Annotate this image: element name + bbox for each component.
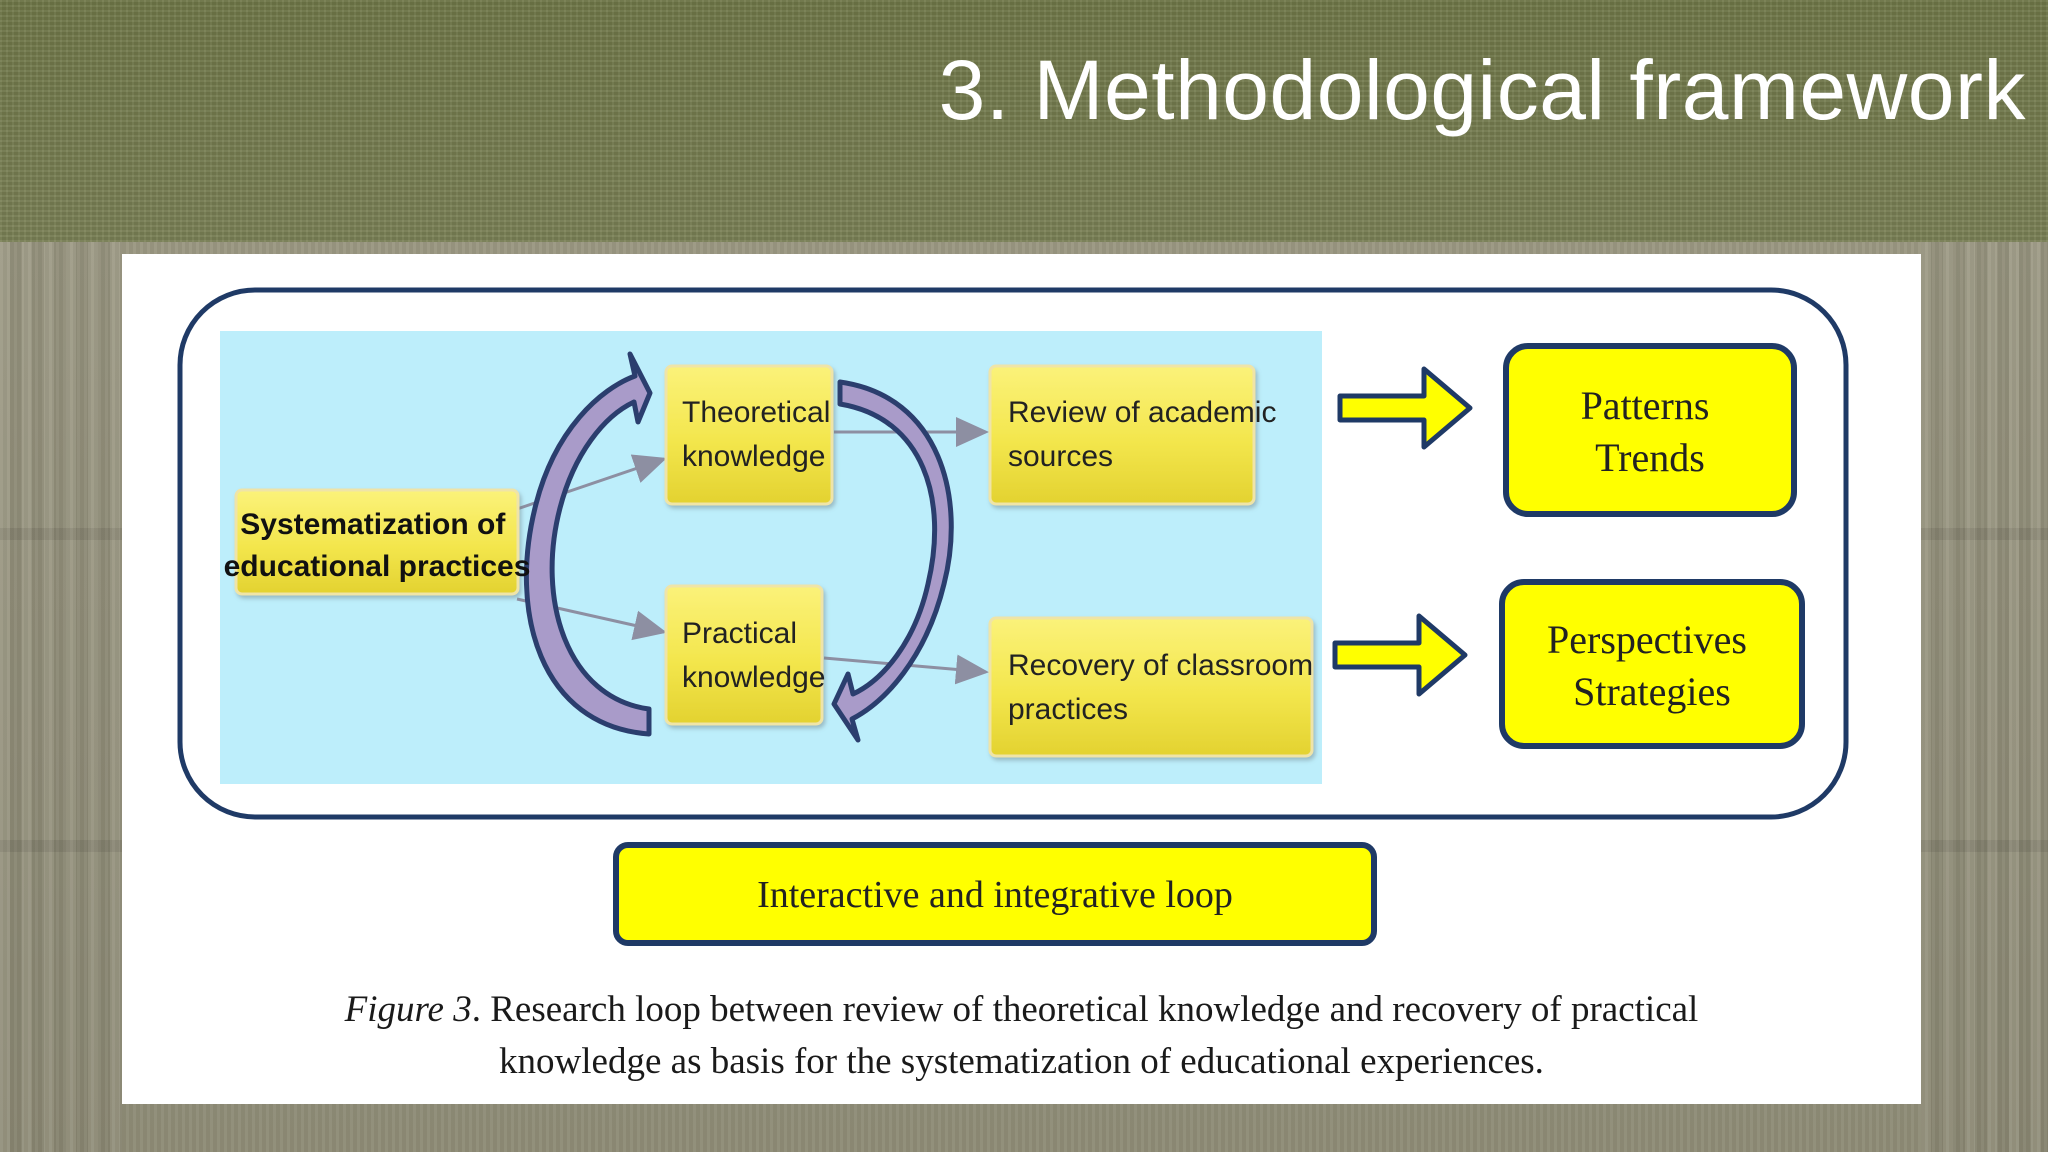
bookshelf-background-right <box>1921 242 2048 1152</box>
slide-header: 3. Methodological framework <box>0 0 2048 242</box>
perspectives-strategies-text: Perspectives Strategies <box>1547 617 1757 714</box>
outer-frame <box>177 287 1849 820</box>
practical-knowledge-box: Practical knowledge <box>664 584 825 726</box>
block-arrow-top <box>1337 366 1473 450</box>
caption-line-1: Figure 3. Research loop between review o… <box>122 984 1921 1036</box>
methodology-diagram: Systematization of educational practices… <box>177 287 1849 946</box>
caption-line-1-text: . Research loop between review of theore… <box>471 989 1699 1030</box>
figure-panel: Systematization of educational practices… <box>122 254 1921 1104</box>
systematization-box: Systematization of educational practices <box>224 488 531 596</box>
patterns-trends-text: Patterns Trends <box>1581 383 1720 480</box>
interactive-loop-text: Interactive and integrative loop <box>757 874 1233 916</box>
block-arrow-bottom <box>1332 613 1468 697</box>
recovery-classroom-practices-text: Recovery of classroom practices <box>1008 649 1321 726</box>
recovery-classroom-practices-box: Recovery of classroom practices <box>988 616 1321 758</box>
review-academic-sources-text: Review of academic sources <box>1008 396 1285 473</box>
slide-title: 3. Methodological framework <box>938 43 2026 137</box>
curved-arrow-right-arc <box>831 379 954 743</box>
bookshelf-background-left <box>0 242 122 1152</box>
figure-caption: Figure 3. Research loop between review o… <box>122 984 1921 1088</box>
caption-figure-label: Figure 3 <box>344 989 472 1030</box>
perspectives-strategies-box: Perspectives Strategies <box>1499 579 1805 749</box>
theoretical-knowledge-box: Theoretical knowledge <box>664 364 839 506</box>
patterns-trends-box: Patterns Trends <box>1503 343 1797 517</box>
interactive-loop-box: Interactive and integrative loop <box>613 842 1377 946</box>
curved-arrow-left-arc <box>523 351 653 737</box>
theoretical-knowledge-text: Theoretical knowledge <box>682 396 839 473</box>
practical-knowledge-text: Practical knowledge <box>682 617 825 694</box>
review-academic-sources-box: Review of academic sources <box>988 364 1285 506</box>
systematization-text: Systematization of educational practices <box>224 508 531 583</box>
caption-line-2: knowledge as basis for the systematizati… <box>499 1041 1544 1082</box>
